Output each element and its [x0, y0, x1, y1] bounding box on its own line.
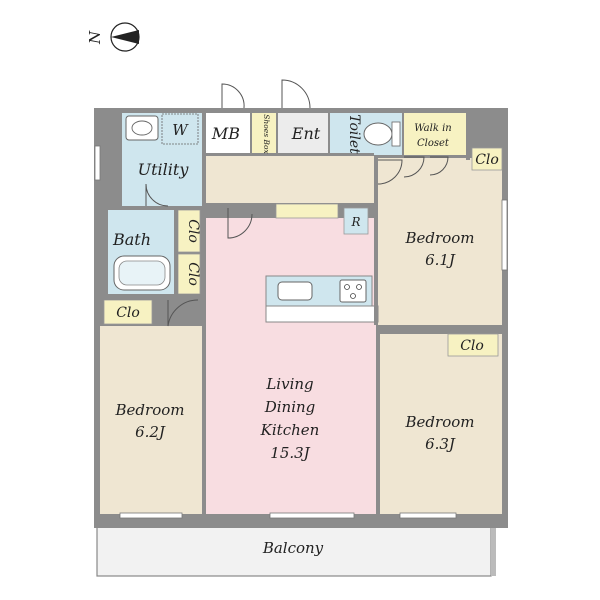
kitchen-counter [265, 275, 379, 323]
burner-icon [356, 284, 362, 290]
door-entrance-swing [281, 79, 311, 109]
compass-arrow-icon [111, 30, 139, 44]
closet-bed1 [471, 147, 503, 171]
door-ldk-swing [227, 208, 253, 239]
balcony-label: Balcony [262, 539, 324, 557]
label-walk-in-closet-line1: Walk in [414, 123, 451, 134]
balcony: Balcony [96, 525, 496, 577]
label-bedroom-1-size: 6.1J [425, 251, 456, 269]
closet-bed2 [103, 299, 153, 325]
label-ldk-line2: Dining [264, 398, 316, 416]
wall [202, 108, 206, 208]
label-walk-in-closet-line2: Closet [417, 138, 450, 149]
window [501, 199, 508, 271]
label-bedroom-3-size: 6.3J [425, 435, 456, 453]
wall [328, 110, 330, 155]
wall [376, 325, 504, 333]
balcony-rail [491, 526, 496, 576]
doors [145, 79, 449, 327]
label-toilet: Toilet [346, 114, 362, 154]
label-bath: Bath [112, 230, 151, 249]
compass-label: N [86, 30, 104, 45]
washbasin-icon [125, 115, 159, 141]
door-closet-swing [429, 156, 449, 176]
toilet-tank [391, 121, 401, 147]
wall [174, 210, 178, 296]
refrigerator-space [343, 207, 369, 235]
room-bedroom-2 [100, 326, 202, 514]
label-utility: Utility [138, 160, 190, 179]
label-bedroom-1: Bedroom [405, 229, 475, 247]
label-washer: W [172, 121, 189, 139]
room-bedroom-3 [380, 334, 502, 514]
wall [96, 294, 204, 300]
balcony-area [96, 525, 492, 577]
wall [376, 333, 380, 514]
room-shoes-box [252, 113, 276, 153]
wall [250, 113, 252, 153]
room-entrance [278, 113, 328, 153]
wall [202, 208, 206, 514]
room-walk-in-closet [404, 113, 466, 155]
wall [338, 203, 378, 207]
wall [374, 155, 378, 325]
label-ldk-size: 15.3J [270, 444, 310, 462]
wall [104, 206, 204, 210]
burner-icon [350, 293, 356, 299]
washer-space [161, 113, 199, 145]
room-bedroom-1 [378, 158, 502, 326]
wall [204, 153, 374, 156]
label-refrigerator: R [350, 215, 360, 229]
label-bedroom-2-size: 6.2J [135, 423, 166, 441]
window [94, 145, 101, 181]
door-utility-swing [145, 183, 169, 207]
closet-bed3 [447, 333, 499, 357]
compass: N [86, 22, 140, 52]
corridor-shelf [275, 203, 339, 219]
window [119, 512, 183, 519]
label-ldk-line3: Kitchen [260, 421, 320, 439]
label-mb: MB [211, 124, 240, 143]
label-ldk-line1: Living [265, 375, 313, 393]
wall [466, 110, 470, 160]
door-bed2-swing [167, 299, 199, 327]
room-mb [206, 113, 250, 153]
door-mb-swing [221, 83, 245, 109]
door-bed1-swing [377, 159, 403, 185]
sink-icon [277, 281, 313, 301]
label-bedroom-2: Bedroom [115, 401, 185, 419]
label-shoes-box: Shoes Box [262, 114, 271, 154]
room-ldk [206, 218, 376, 514]
label-closet-bed1: Clo [475, 152, 499, 168]
label-closet-bath-upper: Clo [185, 219, 201, 243]
wall [402, 110, 404, 155]
windows [94, 145, 508, 519]
bathtub-inner [118, 260, 166, 286]
label-entrance: Ent [291, 124, 321, 143]
stove-icon [339, 279, 367, 303]
label-closet-bed3: Clo [460, 338, 484, 354]
label-bedroom-3: Bedroom [405, 413, 475, 431]
wall [204, 203, 276, 207]
label-closet-bed2: Clo [116, 305, 140, 321]
toilet-icon [363, 122, 393, 146]
label-closet-bath-lower: Clo [185, 262, 201, 286]
window [399, 512, 457, 519]
burner-icon [344, 284, 350, 290]
washbasin-bowl [131, 120, 153, 136]
kitchen-counter-bar [265, 305, 379, 323]
window [269, 512, 355, 519]
interior-walls [96, 108, 504, 514]
room-corridor [204, 155, 374, 203]
door-toilet-swing [403, 156, 425, 178]
